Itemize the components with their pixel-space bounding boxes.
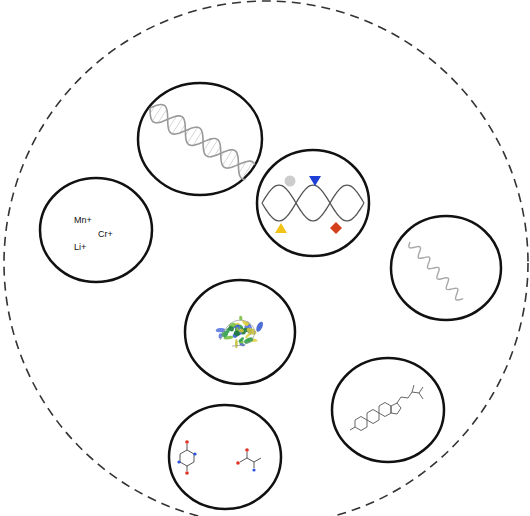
protein-blob [238, 329, 244, 333]
blue-triangle [309, 176, 321, 186]
grey-dot [285, 176, 296, 187]
protein-blob [238, 336, 245, 343]
uracil-molecule [177, 440, 196, 475]
yellow-triangle [275, 223, 287, 233]
circle-outline [40, 178, 152, 282]
protein-blob [235, 339, 238, 348]
steroid-circle [332, 358, 444, 462]
wave-line [262, 185, 364, 221]
rna-strand [409, 242, 463, 300]
rna-line [409, 242, 463, 300]
rna-circle [391, 216, 501, 320]
protein-blob [245, 332, 252, 339]
circle-border [40, 178, 152, 282]
dna-circle [138, 83, 262, 195]
protein-structure [216, 315, 265, 348]
wave-lines [262, 185, 364, 221]
ion-label: Cr+ [98, 230, 113, 239]
protein-blob [255, 321, 265, 333]
protein-coil [220, 320, 255, 346]
molecule-circle [169, 405, 281, 509]
wave-circle [257, 150, 369, 256]
alanine-molecule [236, 448, 261, 471]
ion-label: Li+ [74, 243, 86, 252]
steroid-molecule [350, 385, 423, 431]
protein-circle [185, 280, 295, 384]
protein-blob [243, 336, 254, 344]
wave-line [262, 185, 364, 221]
ion-circle: Mn+ Cr+ Li+ [40, 178, 152, 282]
dna-helix [150, 105, 255, 180]
helix-strand [150, 105, 245, 180]
helix-rung [242, 162, 253, 179]
red-diamond [330, 222, 342, 234]
ion-label: Mn+ [74, 216, 92, 225]
outer-dashed-circle [4, 1, 528, 516]
protein-blob [227, 325, 235, 332]
